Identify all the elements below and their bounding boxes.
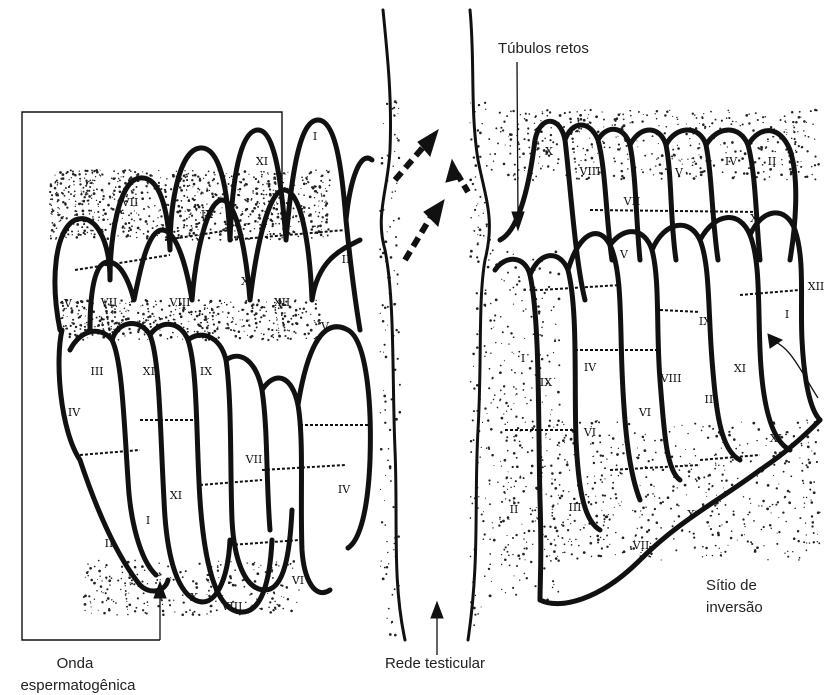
rede-testicular-label: Rede testicular <box>385 655 485 672</box>
tubulos-retos-label: Túbulos retos <box>498 40 589 57</box>
right-stage-label: I <box>785 308 789 321</box>
left-stage-label: IX <box>200 365 212 378</box>
right-stage-label: V <box>674 166 684 179</box>
right-stage-label: IV <box>584 361 597 374</box>
flow-arrows <box>395 130 468 260</box>
right-stage-label: X <box>687 508 695 521</box>
right-stage-label: VI <box>638 406 651 419</box>
right-stage-label: II <box>510 503 519 516</box>
onda-espermatogenica-label-1: Onda <box>57 655 94 672</box>
stipple-layer <box>49 100 821 636</box>
left-stage-label: IV <box>68 406 81 419</box>
right-stage-label: VI <box>583 426 596 439</box>
right-stage-label: XI <box>770 432 782 445</box>
right-stage-label: VII <box>623 195 641 208</box>
left-stage-label: V <box>63 297 73 310</box>
right-stage-label: IX <box>699 315 711 328</box>
right-stage-label: I <box>521 352 525 365</box>
onda-espermatogenica-label-2: espermatogênica <box>20 677 136 694</box>
left-stage-label: XI <box>256 155 268 168</box>
right-stage-label: VIII <box>660 372 682 385</box>
left-stage-label: II <box>342 253 351 266</box>
left-stage-label: XII <box>274 296 291 309</box>
right-stage-label: X <box>545 145 553 158</box>
sitio-inversao-label-2: inversão <box>706 599 763 616</box>
left-stage-label: VIII <box>169 296 191 309</box>
left-stage-label: VII <box>100 296 118 309</box>
left-stage-label: IV <box>338 483 351 496</box>
left-stage-label: V <box>320 320 330 333</box>
left-stage-label: X <box>241 275 249 288</box>
caption-pointers <box>154 62 818 655</box>
left-stage-label: I <box>313 130 317 143</box>
left-stage-label: IX <box>201 208 213 221</box>
left-stage-label: VII <box>121 196 139 209</box>
right-stage-label: XII <box>808 280 825 293</box>
right-stage-label: III <box>568 501 581 514</box>
left-stage-label: I <box>146 514 150 527</box>
right-stage-label: X <box>750 212 758 225</box>
sitio-inversao-label-1: Sítio de <box>706 577 757 594</box>
rete-wall-left <box>381 10 405 640</box>
right-stage-label: II <box>768 155 777 168</box>
left-stage-label: VI <box>291 574 304 587</box>
left-stage-label: XI <box>170 489 182 502</box>
right-stage-label: IX <box>540 376 552 389</box>
left-stage-label: VII <box>245 453 263 466</box>
left-stage-label: X <box>190 591 198 604</box>
right-stage-label: V <box>619 248 629 261</box>
right-stage-label: XI <box>734 362 746 375</box>
right-stage-label: VIII <box>579 165 601 178</box>
left-stage-label: VIII <box>221 600 243 613</box>
right-stage-label: VII <box>632 539 650 552</box>
left-stage-label: XII <box>143 365 160 378</box>
right-stage-label: III <box>704 393 717 406</box>
right-stage-label: IV <box>725 155 738 168</box>
left-stage-label: III <box>90 365 103 378</box>
right-tubules <box>495 121 820 603</box>
left-stage-label: II <box>105 537 114 550</box>
